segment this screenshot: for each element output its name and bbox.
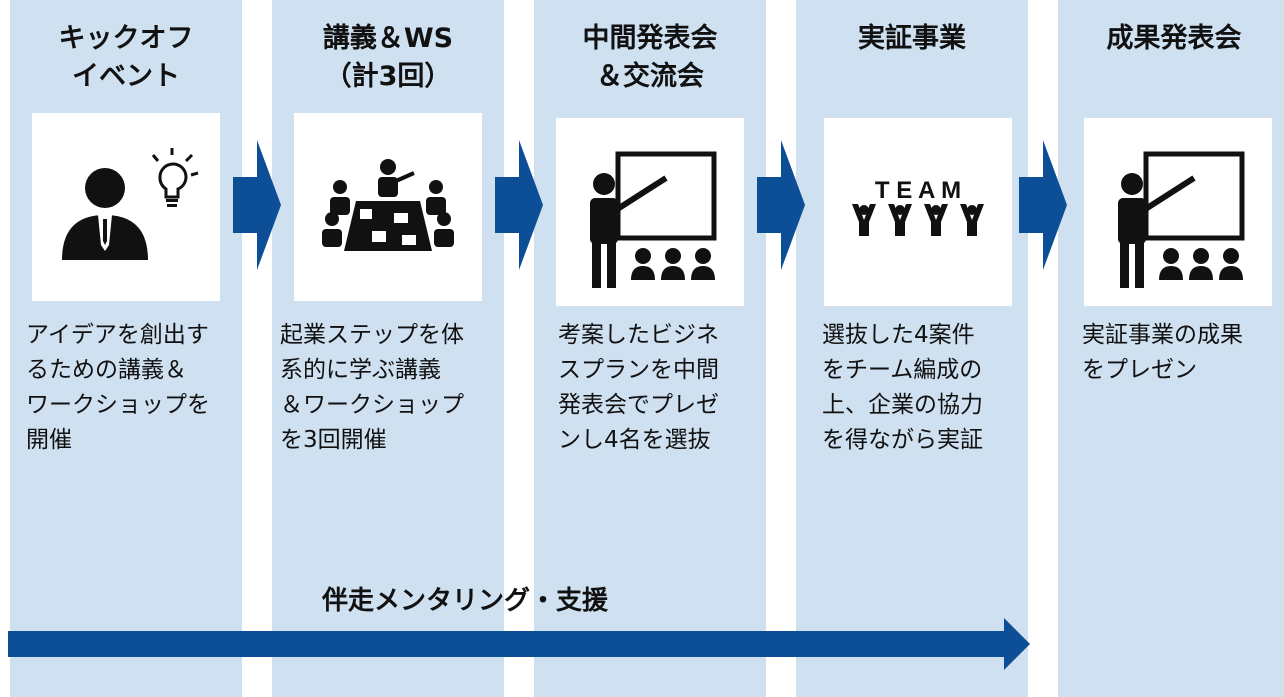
mentoring-arrow [8, 618, 1030, 670]
stage-title-demonstration: 実証事業 [858, 23, 966, 54]
stage-description-lectures: 起業ステップを体 系的に学ぶ講義 ＆ワークショップ を3回開催 [280, 322, 464, 453]
stage-title-kickoff: キックオフ イベント [58, 23, 194, 92]
icon-card-final [1084, 118, 1272, 306]
stage-description-midterm: 考案したビジネ スプランを中間 発表会でプレゼ ンし4名を選抜 [558, 322, 719, 453]
stage-title-midterm: 中間発表会 ＆交流会 [582, 23, 718, 92]
stage-column-demonstration [796, 0, 1028, 697]
meeting-table-icon [322, 159, 454, 251]
icon-card-demonstration: T E A M [824, 118, 1012, 306]
icon-card-lectures [294, 113, 482, 301]
step-arrow-3 [757, 140, 805, 270]
team-word: T E A M [875, 177, 961, 204]
team-icon: T E A M [852, 177, 984, 236]
stage-description-kickoff: アイデアを創出す るための講義＆ ワークショップを 開催 [26, 322, 210, 453]
presenter-audience-icon [590, 151, 717, 288]
stage-title-lectures: 講義＆WS （計3回） [322, 23, 454, 92]
stage-description-demonstration: 選抜した4案件 をチーム編成の 上、企業の協力 を得ながら実証 [822, 322, 983, 453]
step-arrow-2 [495, 140, 543, 270]
step-arrow-4 [1019, 140, 1067, 270]
stage-column-final [1058, 0, 1284, 697]
step-arrow-1 [233, 140, 281, 270]
stage-description-final: 実証事業の成果 をプレゼン [1082, 322, 1243, 383]
presenter-audience-icon [1118, 151, 1245, 288]
icon-card-midterm [556, 118, 744, 306]
person-lightbulb-icon [62, 148, 199, 260]
stage-title-final: 成果発表会 [1106, 23, 1242, 54]
stage-column-midterm [534, 0, 766, 697]
icon-card-kickoff [32, 113, 220, 301]
mentoring-label: 伴走メンタリング・支援 [322, 586, 609, 616]
